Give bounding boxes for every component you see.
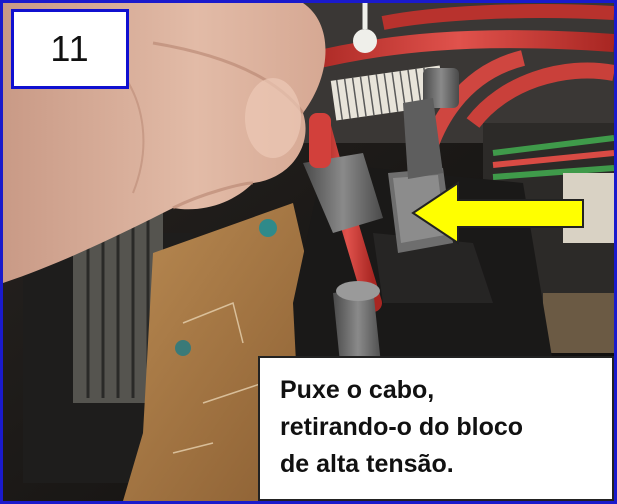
left-arrow-icon xyxy=(411,181,584,245)
step-badge: 11 xyxy=(11,9,129,89)
caption-line-3: de alta tensão. xyxy=(280,450,454,478)
caption-line-1: Puxe o cabo, xyxy=(280,376,435,404)
caption-box: Puxe o cabo, retirando-o do bloco de alt… xyxy=(258,356,614,501)
caption-line-2: retirando-o do bloco xyxy=(280,413,524,441)
step-number: 11 xyxy=(50,28,90,69)
